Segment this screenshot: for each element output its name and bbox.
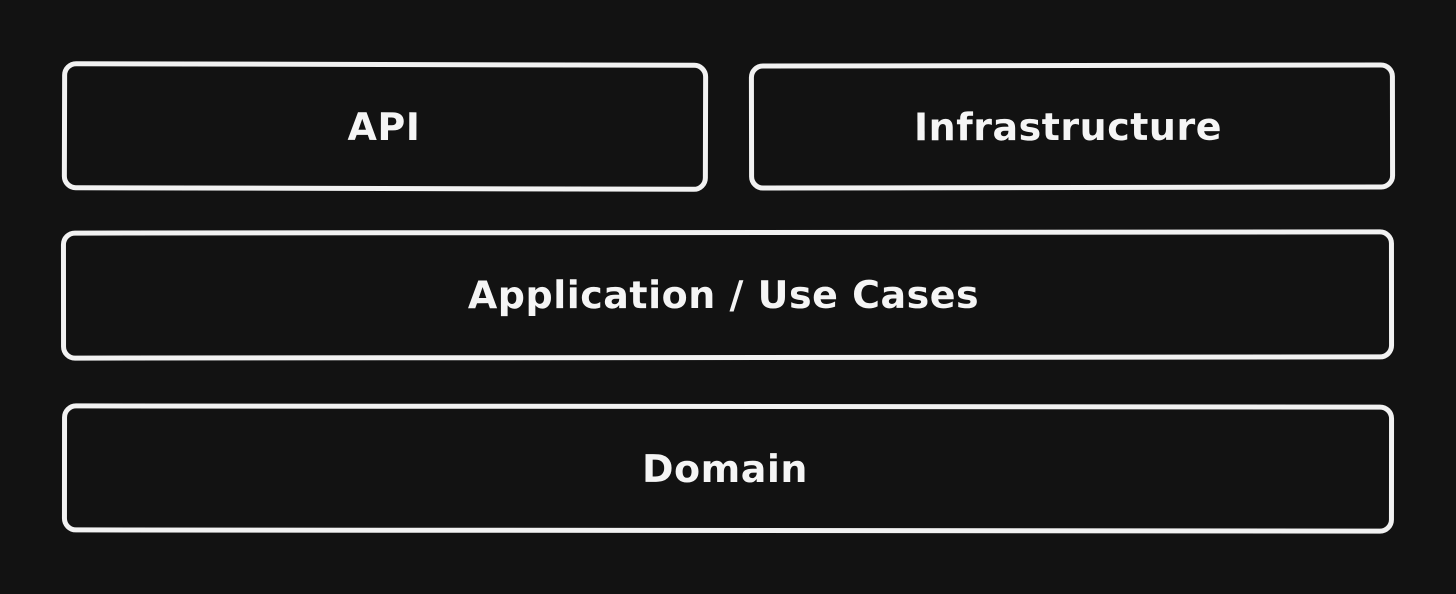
infrastructure-layer-box: Infrastructure [748, 62, 1396, 191]
domain-layer-label: Domain [641, 446, 809, 491]
infrastructure-layer-label: Infrastructure [913, 104, 1223, 149]
application-layer-label: Application / Use Cases [467, 272, 980, 318]
domain-layer-box: Domain [61, 403, 1395, 534]
api-layer-box: API [61, 61, 709, 192]
api-layer-label: API [347, 104, 421, 149]
application-layer-box: Application / Use Cases [60, 229, 1395, 361]
